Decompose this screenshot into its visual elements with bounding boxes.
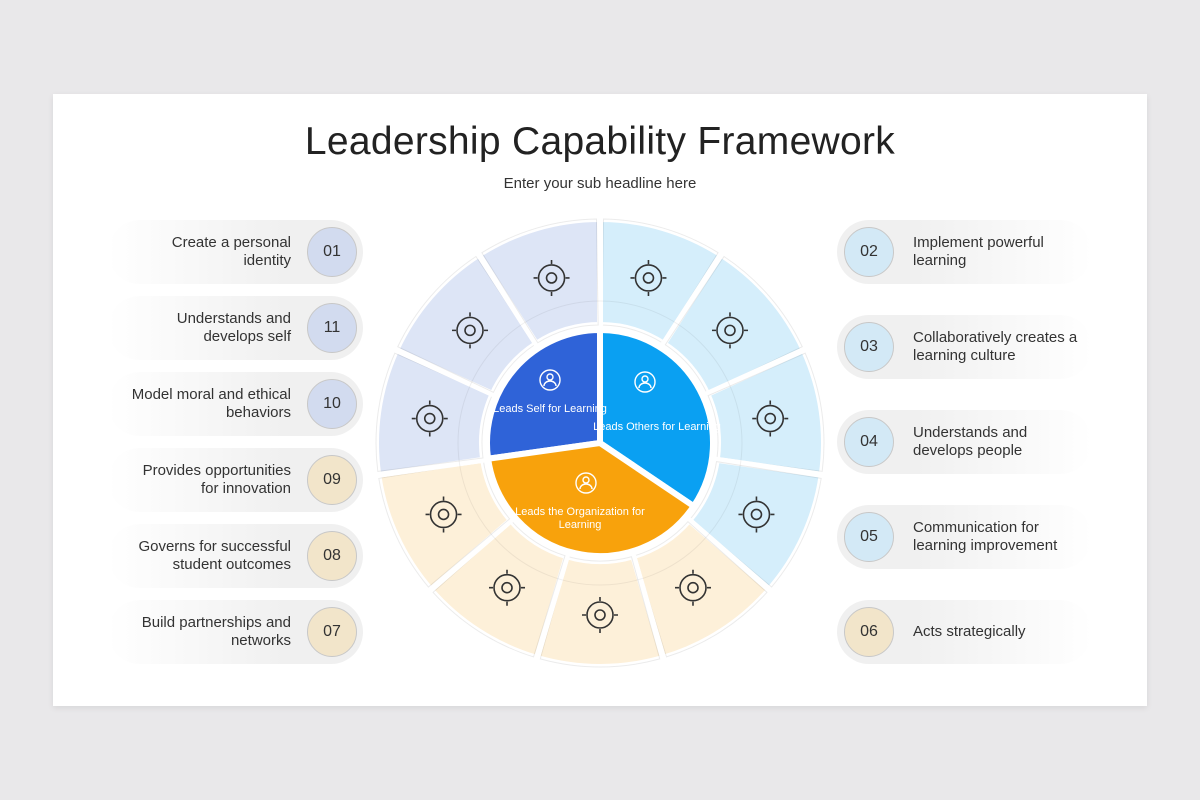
capability-card-07: Build partnerships and networks 07 (108, 600, 363, 664)
capability-card-10: Model moral and ethical behaviors 10 (108, 372, 363, 436)
organization-gear-icon (575, 472, 597, 494)
center-label-others: Leads Others for Learning (593, 421, 721, 433)
capability-label: Create a personal identity (171, 234, 291, 269)
segment-border (375, 352, 493, 472)
capability-card-08: Governs for successful student outcomes 0… (108, 524, 363, 588)
number-badge: 09 (307, 455, 357, 505)
segment-border (601, 218, 719, 344)
capability-card-09: Provides opportunities for innovation 09 (108, 448, 363, 512)
capability-label: Understands and develops people (913, 424, 1028, 459)
team-network-icon (634, 371, 656, 393)
number-badge: 07 (307, 607, 357, 657)
number-badge: 01 (307, 227, 357, 277)
segment-border (481, 218, 599, 344)
center-sector-self (484, 327, 603, 462)
growth-chart-gear-icon (752, 400, 789, 437)
number-badge: 11 (307, 303, 357, 353)
brain-circuit-icon (630, 259, 667, 296)
strategy-gear-chess-icon (674, 569, 711, 606)
capability-label: Model moral and ethical behaviors (131, 386, 291, 421)
innovation-bulb-icon (425, 496, 462, 533)
number-badge: 05 (844, 512, 894, 562)
eye-pencil-icon (533, 259, 570, 296)
global-network-icon (582, 597, 618, 633)
center-label-self: Leads Self for Learning (493, 403, 607, 415)
page-title: Leadership Capability Framework (304, 120, 896, 163)
center-sector-others (597, 327, 716, 510)
number-badge: 02 (844, 227, 894, 277)
inner-guide-ring (457, 300, 743, 586)
segment-border (378, 461, 511, 588)
heart-hand-icon (411, 400, 448, 437)
number-badge: 06 (844, 607, 894, 657)
number-badge: 04 (844, 417, 894, 467)
capability-card-01: Create a personal identity 01 (108, 220, 363, 284)
segment-border (634, 520, 768, 658)
capability-card-03: 03 Collaboratively creates a learning cul… (837, 315, 1092, 379)
capability-label: Provides opportunities for innovation (142, 462, 291, 497)
segment-border (397, 255, 536, 393)
hands-teamwork-icon (711, 312, 748, 349)
capability-label: Understands and develops self (176, 310, 291, 345)
report-chart-icon (489, 569, 526, 606)
capability-label: Acts strategically (913, 623, 1026, 640)
capability-card-04: 04 Understands and develops people (837, 410, 1092, 474)
number-badge: 08 (307, 531, 357, 581)
capability-label: Implement powerful learning (913, 234, 1044, 269)
capability-card-05: 05 Communication for learning improvement (837, 505, 1092, 569)
number-badge: 03 (844, 322, 894, 372)
gear-search-icon (452, 312, 489, 349)
magnet-people-icon (539, 369, 561, 391)
capability-label: Governs for successful student outcomes (138, 538, 291, 573)
number-badge: 10 (307, 379, 357, 429)
capability-card-11: Understands and develops self 11 (108, 296, 363, 360)
capability-label: Communication for learning improvement (913, 519, 1058, 554)
capability-label: Collaboratively creates a learning cultu… (913, 329, 1078, 364)
subtitle: Enter your sub headline here (503, 175, 697, 192)
capability-card-06: 06 Acts strategically (837, 600, 1092, 664)
segment-border (689, 461, 822, 588)
center-label-org: Leads the Organization for Learning (515, 506, 645, 531)
segment-border (539, 556, 661, 668)
capability-label: Build partnerships and networks (141, 614, 291, 649)
segment-border (432, 520, 566, 658)
idea-gear-cycle-icon (738, 496, 775, 533)
capability-card-02: 02 Implement powerful learning (837, 220, 1092, 284)
segment-border (664, 255, 803, 393)
center-sector-org (485, 440, 697, 559)
segment-border (707, 352, 825, 472)
